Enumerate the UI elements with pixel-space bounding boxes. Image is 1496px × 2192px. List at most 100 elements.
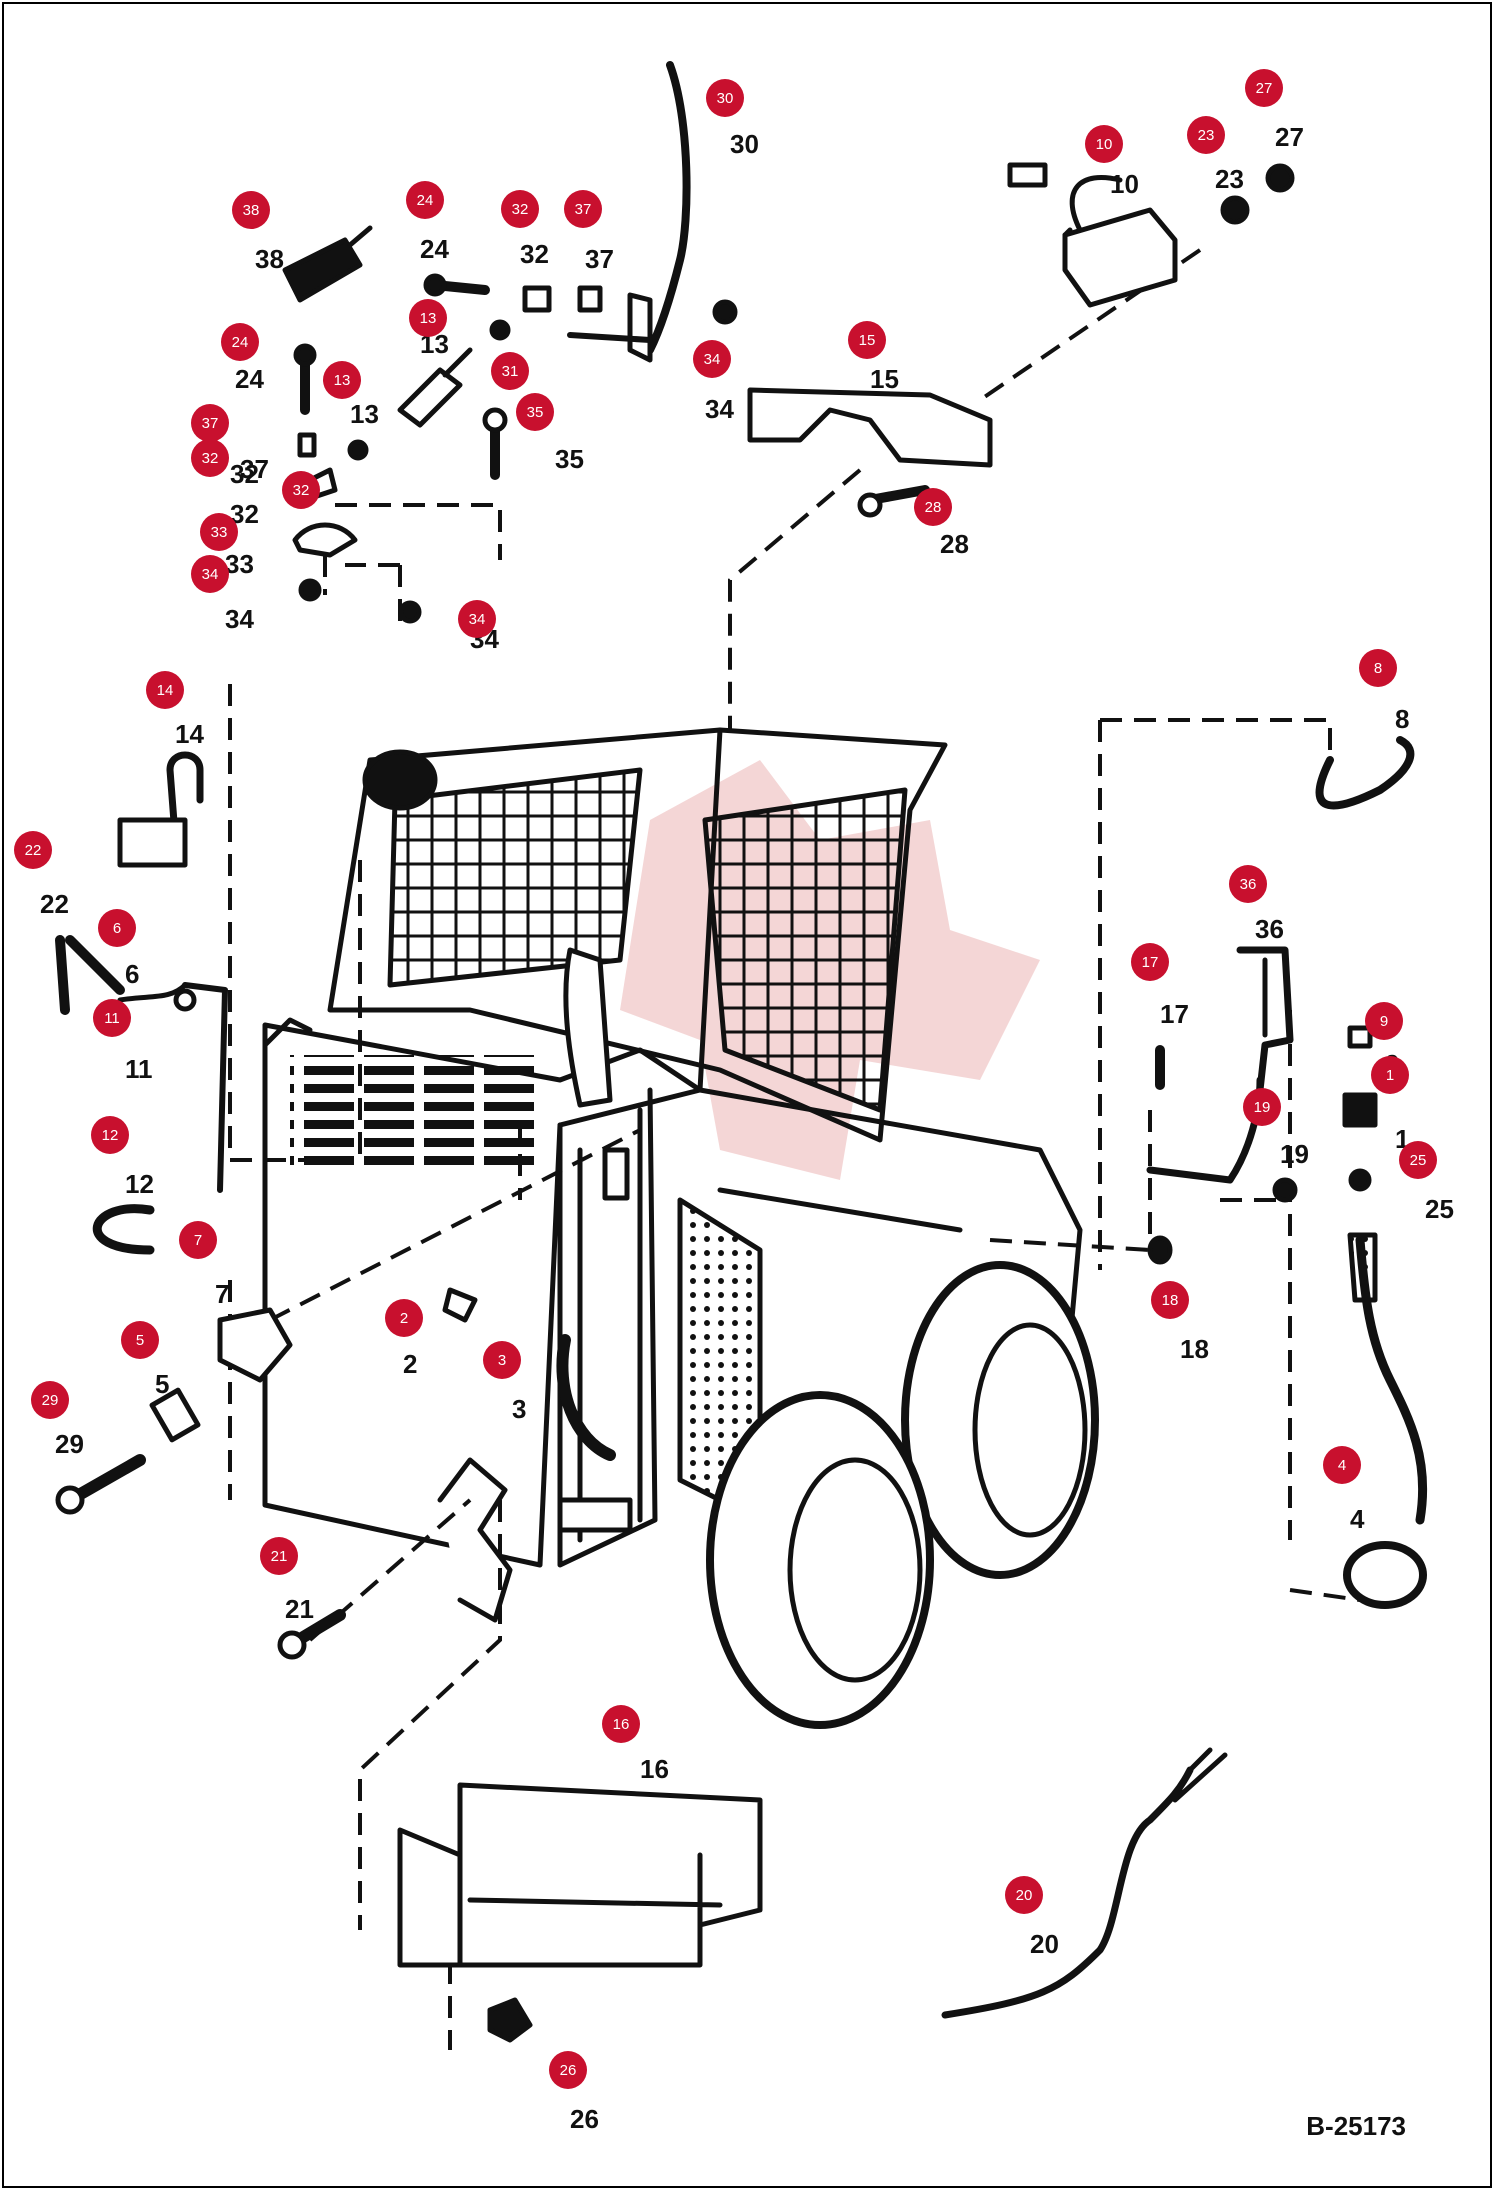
badge-number: 17 (1142, 954, 1159, 971)
part-badge[interactable]: 2 (385, 1299, 423, 1337)
part-label: 2 (403, 1349, 417, 1379)
part-badge[interactable]: 20 (1005, 1876, 1043, 1914)
part-badge[interactable]: 32 (191, 439, 229, 477)
part-badge[interactable]: 38 (232, 191, 270, 229)
part-badge[interactable]: 36 (1229, 865, 1267, 903)
part-badge[interactable]: 18 (1151, 1281, 1189, 1319)
part-label: 3 (512, 1394, 526, 1424)
badge-number: 7 (194, 1232, 202, 1249)
badge-number: 13 (420, 310, 437, 327)
part-badge[interactable]: 14 (146, 671, 184, 709)
badge-number: 20 (1016, 1887, 1033, 1904)
badge-circle (323, 361, 361, 399)
part-label: 25 (1425, 1194, 1454, 1224)
part-badge[interactable]: 35 (516, 393, 554, 431)
part-badge[interactable]: 32 (282, 471, 320, 509)
part-fitting-1 (1342, 1092, 1378, 1128)
badge-circle (191, 555, 229, 593)
badge-circle (458, 600, 496, 638)
badge-number: 23 (1198, 127, 1215, 144)
badge-circle (1131, 943, 1169, 981)
part-badge[interactable]: 24 (406, 181, 444, 219)
part-badge[interactable]: 30 (706, 79, 744, 117)
badge-number: 3 (498, 1352, 506, 1369)
part-badge[interactable]: 13 (323, 361, 361, 399)
part-badge[interactable]: 32 (501, 190, 539, 228)
part-badge[interactable]: 37 (564, 190, 602, 228)
part-cap-9 (1347, 1025, 1373, 1049)
badge-circle (31, 1381, 69, 1419)
part-tray-16 (397, 1782, 763, 1968)
part-badge[interactable]: 34 (693, 340, 731, 378)
part-badge[interactable]: 12 (91, 1116, 129, 1154)
part-badge[interactable]: 27 (1245, 69, 1283, 107)
badge-number: 34 (469, 611, 486, 628)
part-label: 18 (1180, 1334, 1209, 1364)
part-label: 4 (1350, 1504, 1365, 1534)
part-badge[interactable]: 26 (549, 2051, 587, 2089)
part-badge[interactable]: 17 (1131, 943, 1169, 981)
part-badge[interactable]: 16 (602, 1705, 640, 1743)
badge-circle (1359, 649, 1397, 687)
part-nut-34b (398, 600, 422, 624)
part-nut-23 (1220, 195, 1250, 225)
part-badge[interactable]: 25 (1399, 1141, 1437, 1179)
hinge-lower (557, 1497, 633, 1533)
part-badge[interactable]: 6 (98, 909, 136, 947)
rear-tyre (706, 1391, 934, 1729)
badge-circle (914, 488, 952, 526)
part-pivot-31 (397, 367, 463, 428)
part-badge[interactable]: 19 (1243, 1088, 1281, 1126)
part-badge[interactable]: 31 (491, 352, 529, 390)
loader-machine (262, 727, 1099, 1729)
part-badge[interactable]: 23 (1187, 116, 1225, 154)
part-badge[interactable]: 9 (1365, 1002, 1403, 1040)
part-badge[interactable]: 34 (458, 600, 496, 638)
badge-number: 24 (232, 334, 249, 351)
rear-vent-grille (290, 1055, 540, 1170)
badge-number: 24 (417, 192, 434, 209)
part-bushing-32a (522, 285, 552, 313)
part-badge[interactable]: 15 (848, 321, 886, 359)
part-badge[interactable]: 29 (31, 1381, 69, 1419)
part-label: 7 (215, 1279, 229, 1309)
part-badge[interactable]: 37 (191, 404, 229, 442)
part-badge[interactable]: 5 (121, 1321, 159, 1359)
badge-circle (1243, 1088, 1281, 1126)
badge-circle (260, 1537, 298, 1575)
drawing-code: B-25173 (1306, 2111, 1406, 2141)
part-nut-13a (489, 319, 511, 341)
part-badge[interactable]: 13 (409, 299, 447, 337)
part-bracket-36 (1236, 946, 1294, 1094)
part-badge[interactable]: 33 (200, 513, 238, 551)
cab-side-window (387, 767, 643, 988)
part-badge[interactable]: 4 (1323, 1446, 1361, 1484)
part-badge[interactable]: 11 (93, 999, 131, 1037)
part-label: 10 (1110, 169, 1139, 199)
badge-circle (191, 404, 229, 442)
part-label: 34 (225, 604, 254, 634)
part-label: 29 (55, 1429, 84, 1459)
part-badge[interactable]: 7 (179, 1221, 217, 1259)
badge-circle (409, 299, 447, 337)
badge-circle (501, 190, 539, 228)
part-label: 21 (285, 1594, 314, 1624)
part-spacer-37a (577, 285, 603, 313)
part-badge[interactable]: 34 (191, 555, 229, 593)
part-label: 37 (240, 454, 269, 484)
part-badge[interactable]: 24 (221, 323, 259, 361)
part-label: 20 (1030, 1929, 1059, 1959)
part-badge[interactable]: 21 (260, 1537, 298, 1575)
part-label: 6 (125, 959, 139, 989)
part-badge[interactable]: 1 (1371, 1056, 1409, 1094)
part-harness-20 (941, 1766, 1194, 2019)
part-label: 11 (125, 1054, 153, 1084)
part-badge[interactable]: 22 (14, 831, 52, 869)
part-badge[interactable]: 10 (1085, 125, 1123, 163)
part-badge[interactable]: 3 (483, 1341, 521, 1379)
badge-number: 33 (211, 524, 228, 541)
part-badge[interactable]: 8 (1359, 649, 1397, 687)
part-label: 17 (1160, 999, 1189, 1029)
part-gas-spring (282, 237, 363, 303)
part-badge[interactable]: 28 (914, 488, 952, 526)
